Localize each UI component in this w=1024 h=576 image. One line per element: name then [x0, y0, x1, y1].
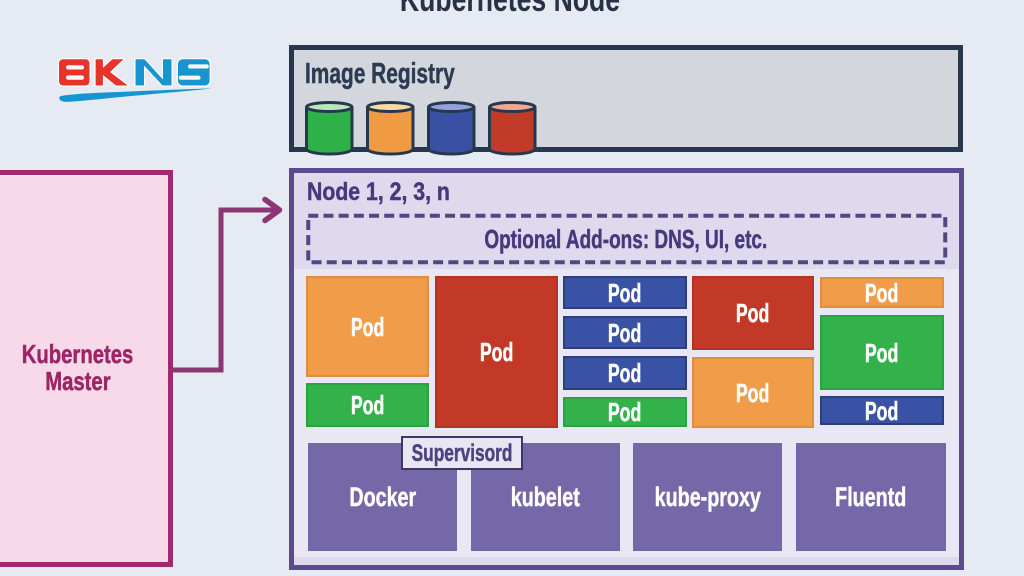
svg-text:Kubernetes Node: Kubernetes Node	[400, 0, 620, 19]
